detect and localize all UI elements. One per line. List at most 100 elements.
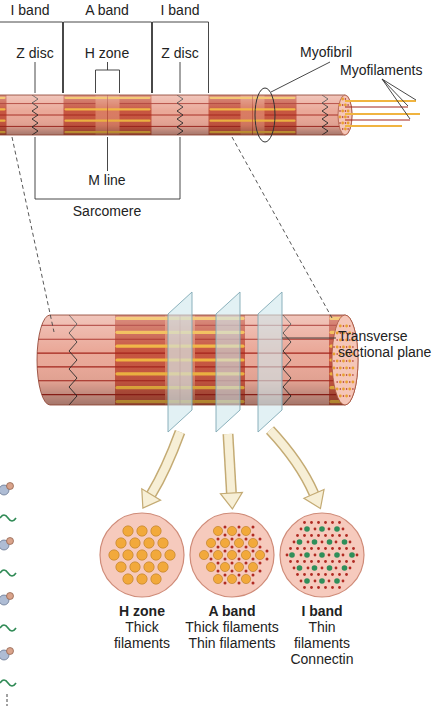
connectin-dot bbox=[297, 565, 303, 571]
thick-filament-end bbox=[348, 360, 351, 363]
connectin-dot bbox=[312, 565, 318, 571]
thin-filament-dot bbox=[324, 534, 327, 537]
myofilament bbox=[345, 113, 420, 115]
leader-line bbox=[282, 338, 336, 339]
thin-filament-dot bbox=[296, 573, 299, 576]
transverse-plane bbox=[168, 292, 192, 432]
thick-filament-end bbox=[336, 388, 339, 391]
cross-section-svg bbox=[82, 511, 202, 599]
thin-filament-dot bbox=[245, 546, 248, 549]
thin-filament-dot bbox=[356, 554, 359, 557]
thin-filament-dot bbox=[224, 582, 227, 585]
thick-filament-dot bbox=[151, 574, 161, 584]
transverse-plane bbox=[258, 292, 282, 432]
thin-filament-dot bbox=[252, 574, 255, 577]
thick-filament-end bbox=[344, 128, 347, 131]
thick-filament-end bbox=[348, 388, 351, 391]
sarcomere-bracket bbox=[35, 137, 180, 199]
arrow-shaft bbox=[270, 430, 314, 494]
connectin-dot bbox=[334, 526, 340, 532]
part-label: Z disc bbox=[150, 45, 210, 61]
thick-filament-dot bbox=[199, 550, 208, 559]
thin-filament-end bbox=[342, 104, 344, 106]
thin-filament-dot bbox=[310, 547, 313, 550]
thin-filament-end bbox=[346, 360, 348, 362]
thin-filament-end bbox=[342, 116, 344, 118]
thin-filament-dot bbox=[296, 560, 299, 563]
connectin-dot bbox=[342, 539, 348, 545]
part-label: Transverse sectional plane bbox=[338, 328, 435, 360]
connectin-dot bbox=[304, 552, 310, 558]
thin-filament-dot bbox=[231, 570, 234, 573]
thin-filament-dot bbox=[331, 521, 334, 524]
thin-filament-dot bbox=[324, 573, 327, 576]
thick-filament-dot bbox=[130, 538, 140, 548]
thin-filament-end bbox=[352, 374, 354, 376]
protein-strand bbox=[0, 625, 16, 631]
myofilament bbox=[345, 120, 410, 121]
thin-filament-end bbox=[343, 367, 345, 369]
thin-filament-end bbox=[349, 381, 351, 383]
thick-filament-dot bbox=[137, 574, 147, 584]
thin-filament-end bbox=[349, 395, 351, 397]
thin-filament-end bbox=[352, 388, 354, 390]
thick-filament-dot bbox=[220, 538, 229, 547]
cross-section bbox=[280, 513, 364, 597]
arrow-shaft-outline bbox=[151, 432, 180, 494]
thin-filament-dot bbox=[259, 538, 262, 541]
thick-filament-end bbox=[341, 122, 344, 125]
thick-filament-dot bbox=[137, 550, 147, 560]
thin-filament-end bbox=[352, 360, 354, 362]
thin-filament-end bbox=[345, 122, 347, 124]
part-label: I band bbox=[0, 2, 60, 18]
connectin-dot bbox=[327, 539, 333, 545]
thin-filament-end bbox=[349, 325, 351, 327]
thin-filament-dot bbox=[259, 570, 262, 573]
part-label: A band bbox=[77, 2, 137, 18]
thin-filament-dot bbox=[324, 586, 327, 589]
thick-filament bbox=[0, 386, 29, 389]
thick-filament-end bbox=[345, 325, 348, 328]
thin-filament-dot bbox=[252, 550, 255, 553]
thin-filament-dot bbox=[324, 521, 327, 524]
thick-filament-dot bbox=[234, 538, 243, 547]
thick-filament-end bbox=[339, 104, 342, 107]
myofilament bbox=[345, 125, 402, 127]
section-content: Thin filaments Connectin bbox=[287, 619, 357, 667]
thin-filament-dot bbox=[217, 562, 220, 565]
thin-filament-dot bbox=[331, 547, 334, 550]
thick-filament-dot bbox=[158, 562, 168, 572]
connectin-dot bbox=[304, 526, 310, 532]
thin-filament-dot bbox=[303, 547, 306, 550]
thin-filament-dot bbox=[238, 558, 241, 561]
thin-filament-dot bbox=[317, 547, 320, 550]
thin-filament-end bbox=[345, 98, 347, 100]
thin-filament-dot bbox=[238, 534, 241, 537]
cross-section-svg bbox=[262, 511, 382, 599]
thick-filament-dot bbox=[109, 550, 119, 560]
leader-line bbox=[107, 137, 108, 171]
protein-strand bbox=[0, 680, 16, 686]
thin-filament-end bbox=[336, 339, 338, 341]
thick-filament-dot bbox=[227, 526, 236, 535]
myofibril-ring bbox=[255, 88, 275, 142]
thick-filament-dot bbox=[151, 550, 161, 560]
thick-filament-dot bbox=[144, 562, 154, 572]
part-label: I band bbox=[150, 2, 210, 18]
part-label: Z disc bbox=[5, 45, 65, 61]
transverse-plane bbox=[216, 292, 240, 432]
thin-filament-dot bbox=[338, 521, 341, 524]
thin-filament-dot bbox=[293, 541, 296, 544]
thick-filament-dot bbox=[241, 526, 250, 535]
thin-filament-dot bbox=[224, 574, 227, 577]
arrow-shaft bbox=[151, 432, 180, 494]
i-band-region bbox=[0, 95, 354, 135]
thick-filament-dot bbox=[220, 562, 229, 571]
leader-line bbox=[271, 62, 330, 92]
thin-filament-dot bbox=[286, 554, 289, 557]
thick-filament-end bbox=[339, 381, 342, 384]
thin-filament-dot bbox=[321, 541, 324, 544]
thick-filament-end bbox=[342, 374, 345, 377]
shading bbox=[35, 315, 360, 405]
thick-filament-end bbox=[347, 110, 350, 113]
